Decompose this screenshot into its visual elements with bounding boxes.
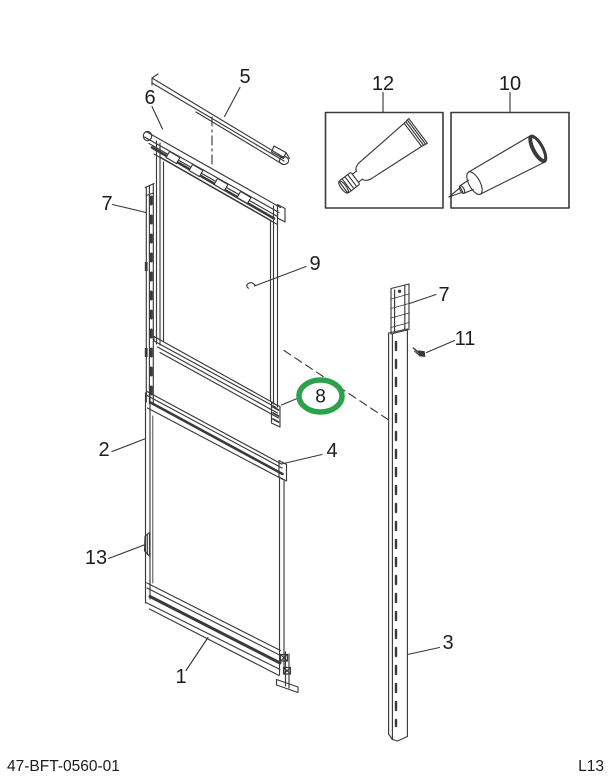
- construction-lines: [211, 116, 389, 421]
- callout-1: 1: [175, 666, 186, 688]
- highlight-circle-8: [296, 377, 345, 415]
- callout-6: 6: [144, 87, 155, 109]
- leader-lines: [107, 86, 456, 672]
- part-5-drip-rail: [151, 73, 291, 166]
- sealant-tube: [338, 117, 428, 194]
- callout-8: 8: [315, 387, 326, 408]
- page-code: L13: [578, 758, 604, 775]
- drawing-number: 47-BFT-0560-01: [7, 758, 120, 775]
- callout-5: 5: [239, 66, 250, 88]
- part-4-belt-molding: [146, 390, 288, 482]
- part-8-sash-bottom-rail: [153, 335, 281, 428]
- lower-door-panel: [143, 390, 299, 694]
- glass-reference-squiggle: [246, 282, 257, 289]
- callout-7-right: 7: [438, 284, 449, 306]
- callout-labels: 5 6 7 12 10 9 7 11 8 2 4 13 1 3: [85, 66, 521, 688]
- callout-3: 3: [442, 632, 453, 654]
- part-7-left-glass-channel: [144, 182, 155, 406]
- callout-12: 12: [372, 73, 394, 95]
- part-7-right-channel-cap: [390, 283, 410, 335]
- caulk-cartridge: [448, 134, 548, 198]
- inset-box-10: [448, 91, 570, 209]
- part-1-bottom-rail: [145, 582, 282, 677]
- callout-7-left: 7: [101, 193, 112, 215]
- part-13-latch: [143, 531, 151, 557]
- callout-13: 13: [85, 547, 107, 569]
- callout-2: 2: [98, 439, 109, 461]
- window-sash: [153, 140, 281, 428]
- callout-4: 4: [326, 440, 337, 462]
- part-3-right-strip: [388, 328, 408, 742]
- part-11-screw: [412, 347, 426, 357]
- inset-box-12: [324, 91, 444, 209]
- callout-11: 11: [455, 328, 476, 350]
- callout-10: 10: [499, 73, 521, 95]
- callout-9: 9: [309, 253, 320, 275]
- hinge-foot-bracket: [275, 651, 299, 694]
